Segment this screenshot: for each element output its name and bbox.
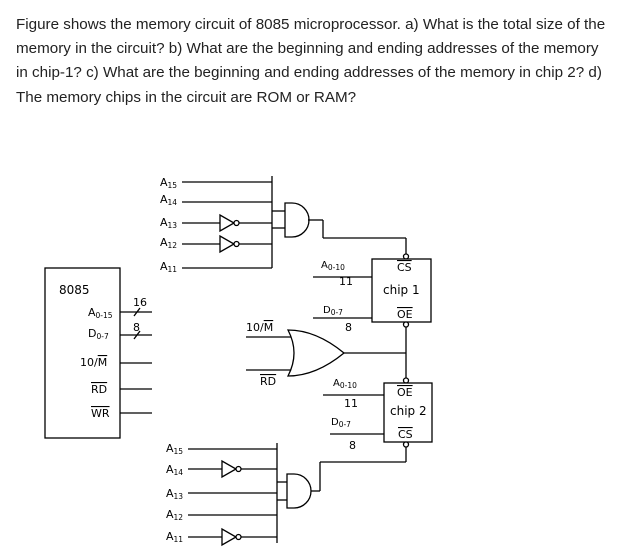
bottom-line-a11: A11 — [166, 530, 183, 544]
chip1-address-width: 11 — [339, 275, 353, 288]
question-text: Figure shows the memory circuit of 8085 … — [16, 16, 606, 106]
bottom-line-a14: A14 — [166, 463, 183, 477]
chip2-box — [383, 382, 433, 443]
top-line-a15: A15 — [160, 176, 177, 190]
address-bus-width: 16 — [133, 296, 147, 309]
cpu-address-pins: A0-15 — [88, 306, 113, 320]
address-bus-slash — [133, 307, 141, 317]
cpu-wr-pin: WR — [91, 407, 110, 420]
top-line-a14: A14 — [160, 193, 177, 207]
chip1-cs-pin: CS — [397, 261, 412, 274]
cpu-name: 8085 — [59, 283, 90, 297]
bottom-decoder: A15 A14 A13 A12 A11 — [166, 442, 321, 547]
chip2-data-label: D0-7 — [331, 417, 351, 429]
top-line-a11: A11 — [160, 260, 177, 274]
inverter-a14-bottom — [221, 459, 238, 479]
cpu-8085: 8085 A0-15 D0-7 10/M RD WR 16 8 — [44, 267, 152, 439]
inverter-a13-top — [219, 213, 236, 233]
data-bus-slash — [133, 330, 141, 340]
middle-rd-label: RD — [260, 375, 276, 388]
and-gate-top — [284, 202, 310, 238]
top-decoder: A15 A14 A13 A12 A11 — [160, 176, 407, 274]
cpu-iom-pin: 10/M — [80, 356, 107, 369]
inverter-a12-top — [219, 234, 236, 254]
top-line-a13: A13 — [160, 216, 177, 230]
bottom-line-a15: A15 — [166, 442, 183, 456]
chip2-address-width: 11 — [344, 397, 358, 410]
or-gate-middle: 10/M RD — [246, 321, 407, 388]
chip1-box — [371, 258, 432, 323]
top-line-a12: A12 — [160, 236, 177, 250]
middle-iom-label: 10/M — [246, 321, 273, 334]
chip1-oe-pin: OE — [397, 308, 413, 321]
inverter-a11-bottom — [221, 527, 238, 547]
memory-chip-2: OE chip 2 CS A0-10 11 D0-7 8 — [320, 377, 433, 463]
chip1-data-label: D0-7 — [323, 305, 343, 317]
chip1-label: chip 1 — [383, 283, 420, 297]
bottom-line-a12: A12 — [166, 508, 183, 522]
chip2-oe-pin: OE — [397, 386, 413, 399]
chip2-address-label: A0-10 — [333, 378, 357, 390]
chip2-label: chip 2 — [390, 404, 427, 418]
chip2-cs-pin: CS — [398, 428, 413, 441]
chip1-address-label: A0-10 — [321, 260, 345, 272]
chip1-data-width: 8 — [345, 321, 352, 334]
bottom-line-a13: A13 — [166, 487, 183, 501]
and-gate-bottom — [286, 473, 312, 509]
cpu-data-pins: D0-7 — [88, 327, 109, 341]
chip2-data-width: 8 — [349, 439, 356, 452]
memory-chip-1: CS chip 1 OE A0-10 11 D0-7 8 — [313, 253, 432, 334]
or-gate-shape — [286, 329, 346, 377]
cpu-rd-pin: RD — [91, 383, 107, 396]
data-bus-width: 8 — [133, 321, 140, 334]
cpu-box — [44, 267, 121, 439]
